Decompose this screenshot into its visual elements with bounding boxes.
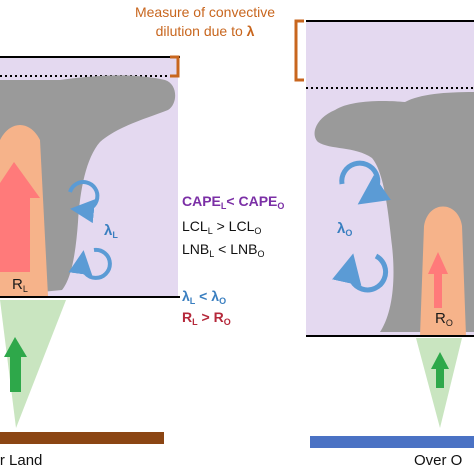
- lambda-operator: <: [195, 288, 212, 304]
- cape-land: CAPE: [182, 193, 221, 209]
- ocean-updraft-sub: O: [445, 318, 453, 328]
- cape-operator: <: [226, 193, 239, 209]
- land-entrainment-label: λL: [104, 222, 118, 240]
- lambda-ocean: λ: [211, 288, 220, 304]
- lnb-ocean: LNB: [230, 241, 258, 257]
- ocean-low-arrow-shaft: [436, 368, 444, 388]
- annotation-line-2-prefix: dilution due to: [155, 23, 247, 39]
- lcl-ocean-sub: O: [254, 226, 262, 236]
- r-operator: >: [197, 309, 214, 325]
- ocean-entrainment-label: λO: [337, 220, 352, 238]
- land-entrainment-sub: L: [112, 230, 118, 240]
- lcl-ocean: LCL: [228, 218, 255, 234]
- land-updraft-arrow-shaft: [0, 196, 30, 272]
- land-surface: [0, 432, 164, 444]
- lcl-comparison: LCLL > LCLO: [182, 218, 261, 240]
- cape-ocean: CAPE: [238, 193, 278, 209]
- land-updraft-arrow-head: [0, 162, 40, 198]
- land-subcloud-cone: [0, 300, 66, 428]
- ocean-entrainment-swirl-bottom: [332, 253, 389, 293]
- ocean-dilution-bracket: [294, 19, 304, 82]
- lnb-comparison: LNBL < LNBO: [182, 241, 264, 263]
- r-land: R: [182, 309, 193, 325]
- lnb-ocean-sub: O: [257, 249, 265, 259]
- lcl-land: LCL: [182, 218, 208, 234]
- ocean-entrainment-sub: O: [345, 228, 353, 238]
- lnb-land: LNB: [182, 241, 210, 257]
- ocean-updraft-label: RO: [435, 310, 453, 328]
- lnb-operator: <: [214, 241, 231, 257]
- lnb-land-sub: L: [209, 249, 215, 259]
- land-footer-label: ver Land: [0, 452, 43, 469]
- lambda-land-sub: L: [189, 296, 196, 306]
- r-ocean: R: [213, 309, 224, 325]
- lambda-ocean-sub: O: [219, 296, 227, 306]
- land-entrainment-swirl-bottom: [68, 247, 112, 280]
- lambda-comparison: λL < λO: [182, 288, 226, 310]
- land-updraft-symbol: R: [12, 276, 23, 293]
- dilution-annotation: Measure of convective dilution due to λ: [100, 3, 310, 41]
- r-ocean-sub: O: [223, 317, 231, 327]
- ocean-low-arrow-head: [431, 352, 449, 369]
- cape-land-sub: L: [220, 201, 227, 211]
- lcl-land-sub: L: [207, 226, 213, 236]
- annotation-line-1: Measure of convective: [134, 4, 276, 20]
- land-updraft-label: RL: [12, 276, 28, 294]
- ocean-updraft-symbol: R: [435, 310, 446, 327]
- cape-ocean-sub: O: [277, 201, 285, 211]
- land-low-arrow-head: [4, 337, 27, 357]
- ocean-footer-label: Over O: [414, 452, 463, 469]
- lcl-operator: >: [212, 218, 229, 234]
- annotation-line-2: dilution due to λ: [100, 22, 310, 41]
- ocean-entrainment-swirl-top: [339, 160, 391, 205]
- lambda-land: λ: [182, 288, 190, 304]
- ocean-updraft-arrow-shaft: [434, 272, 442, 308]
- r-comparison: RL > RO: [182, 309, 231, 331]
- ocean-entrainment-symbol: λ: [337, 220, 346, 237]
- land-dilution-bracket: [170, 55, 180, 78]
- ocean-updraft-arrow-head: [428, 252, 448, 274]
- land-low-arrow-shaft: [10, 356, 21, 392]
- ocean-surface: [310, 436, 474, 448]
- r-land-sub: L: [192, 317, 198, 327]
- land-entrainment-symbol: λ: [104, 222, 113, 239]
- annotation-lambda-symbol: λ: [246, 23, 255, 39]
- cape-comparison: CAPEL< CAPEO: [182, 193, 284, 215]
- land-entrainment-swirl-top: [68, 180, 100, 224]
- land-updraft-sub: L: [22, 284, 28, 294]
